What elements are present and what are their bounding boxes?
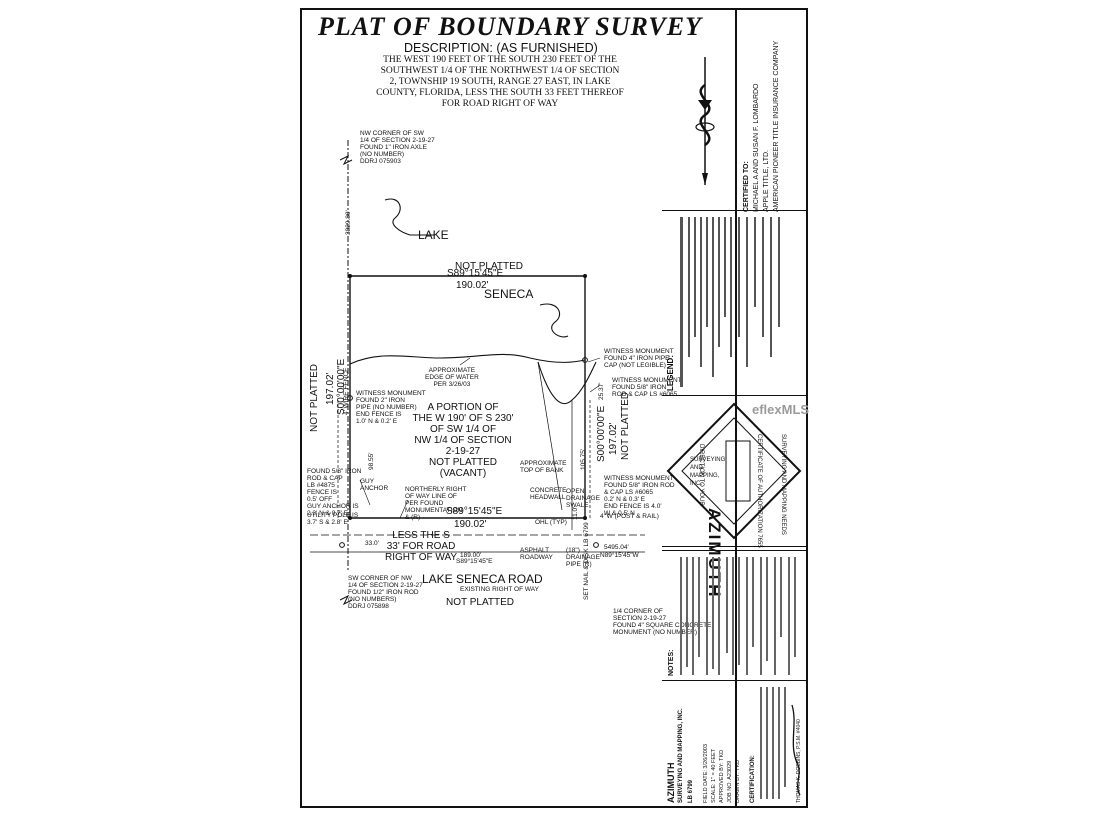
witness-left-note: WITNESS MONUMENT FOUND 2" IRON PIPE (NO … [356,390,426,425]
set-nail-note: SET NAIL & DISK LB 6799 [583,522,590,600]
certification-text-block [760,687,801,799]
northerly-row-note: NORTHERLY RIGHT OF WAY LINE OF PER FOUND… [405,486,467,521]
east-bearing: S00°00'00"E [596,405,607,462]
logo-words: SURVEYING AND MAPPING, INC. [690,457,726,487]
witness-right-mid-note: WITNESS MONUMENT FOUND 5/8" IRON ROD & C… [612,377,682,398]
surveyor-name: THOMAS K. DOBBINS, P.S.M. #4040 [796,719,802,803]
dim-label: 11.0' [572,506,579,520]
dim-label: 25.37' [598,382,605,400]
description-heading: DESCRIPTION: (AS FURNISHED) [404,41,598,55]
title-block: AZIMUTH SURVEYING AND MAPPING, INC. LB 6… [662,680,807,809]
quarter-corner-note: 1/4 CORNER OF SECTION 2-19-27 FOUND 4" S… [613,608,712,636]
not-platted-right: NOT PLATTED [620,392,631,460]
south-distance: 190.02' [454,519,487,530]
ohl-label: OHL (TYP) [535,519,567,526]
dim-label: 3829.80' [345,210,352,235]
utility-pole-note: UTILITY POLE IS 3.7' S & 2.8' E [307,512,359,526]
dim-label: 5495.04' [604,544,629,551]
dim-label: S89°15'45"E [456,558,493,565]
not-platted-top: NOT PLATTED [455,261,523,272]
left-dimension: 98.55' [368,452,375,470]
road-name: LAKE SENECA ROAD [422,572,543,586]
witness-right-low-note: WITNESS MONUMENT FOUND 5/8" IRON ROD & C… [604,475,675,517]
lake-label: LAKE [418,228,449,242]
description-line: COUNTY, FLORIDA, LESS THE SOUTH 33 FEET … [376,88,624,98]
dim-label: 189.00' [460,552,482,559]
page-title: PLAT OF BOUNDARY SURVEY [318,12,702,41]
not-platted-bottom: NOT PLATTED [446,597,514,608]
legend-entries [680,217,780,387]
road-sub: EXISTING RIGHT OF WAY [460,586,539,593]
description-line: THE WEST 190 FEET OF THE SOUTH 230 FEET … [383,55,617,65]
south-bearing: S89°15'45"E [446,506,503,517]
notes-text-block [680,557,796,675]
not-platted-left: NOT PLATTED [309,364,320,432]
west-distance: 197.02' [325,372,336,406]
lot-description: A PORTION OF THE W 190' OF S 230' OF SW … [412,402,514,479]
less-road-note: LESS THE S 33' FOR ROAD RIGHT OF WAY [385,530,458,563]
survey-sheet-border [300,8,808,808]
concrete-headwall-note: CONCRETE HEADWALL [530,487,567,501]
drainage-pipe-label: (18") DRAINAGE PIPE (R) [566,547,600,568]
plat-drawing [310,140,645,606]
description-line: SOUTHWEST 1/4 OF THE NORTHWEST 1/4 OF SE… [380,66,620,76]
company-block: AZIMUTH SURVEYING AND MAPPING, INC. LB 6… [666,708,694,803]
found-rod-left-note: FOUND 5/8" IRON ROD & CAP LB #4875 FENCE… [307,468,362,517]
notes-heading: NOTES: [668,649,675,676]
water-edge-note: APPROXIMATE EDGE OF WATER PER 3/26/03 [425,367,479,388]
certified-to-block: CERTIFIED TO: MICHAEL A AND SUSAN F. LOM… [743,40,780,212]
north-arrow-icon [695,57,715,185]
right-dimension: 105.75' [580,448,587,470]
logo-ring-text: CERTIFICATE OF AUTHORIZATION 7655 [756,434,762,548]
legend-heading: LEGEND: [666,355,675,391]
certification-heading: CERTIFICATION: [750,755,756,803]
wire-fence-label: 4' WIRE FENCE [343,367,350,415]
logo-sub-text: SURVEYING AND MAPPING NEEDS [780,434,786,535]
guy-anchor-note: GUY ANCHOR [360,478,389,492]
project-info: FIELD DATE: 3/26/2003 SCALE: 1" = 40 FEE… [703,744,741,803]
dim-label: 33.0' [365,540,379,547]
north-distance: 190.02' [456,280,489,291]
east-distance: 197.02' [608,422,619,456]
asphalt-label: ASPHALT ROADWAY [520,547,553,561]
watermark: eflexMLS [752,402,810,417]
dim-label: N89°15'45"W [600,552,639,559]
azimuth-logo-icon [666,402,802,540]
seneca-label: SENECA [484,287,534,301]
nw-corner-note: NW CORNER OF SW 1/4 OF SECTION 2-19-27 F… [360,130,435,165]
description-line: 2, TOWNSHIP 19 SOUTH, RANGE 27 EAST, IN … [389,77,611,87]
notes-box: NOTES: [662,550,807,681]
description-line: FOR ROAD RIGHT OF WAY [441,99,559,109]
company-logo: AZIMUTH CERTIFICATE OF AUTHORIZATION 765… [662,395,807,598]
witness-right-top-note: WITNESS MONUMENT FOUND 4" IRON PIPE CAP … [604,348,674,369]
drainage-swale-note: OPEN DRAINAGE SWALE [566,488,600,509]
north-bearing: S89°15'45"E [447,268,504,279]
legend-box: LEGEND: [662,210,807,396]
sidebar-divider [735,8,737,808]
sw-corner-note: SW CORNER OF NW 1/4 OF SECTION 2-19-27 F… [348,575,423,610]
wire-fence-right: 4' W (POST & RAIL) [600,513,659,520]
top-of-bank-note: APPROXIMATE TOP OF BANK [520,460,567,474]
